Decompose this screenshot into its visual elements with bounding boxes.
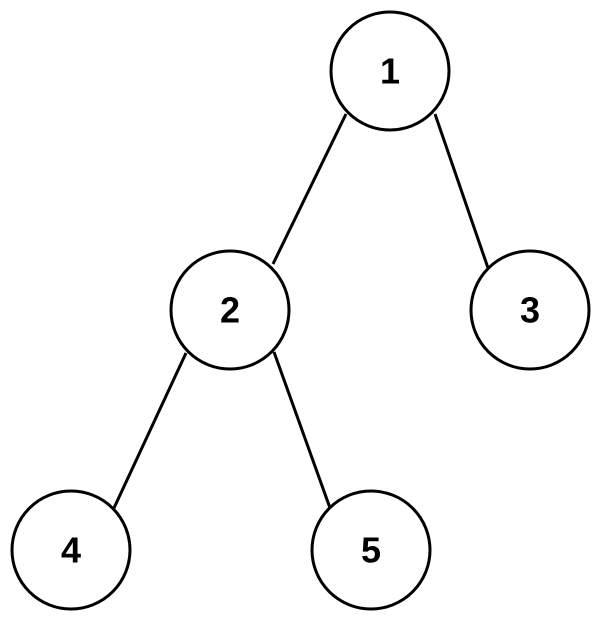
tree-node-label: 2 (220, 290, 240, 331)
tree-node-label: 5 (361, 530, 381, 571)
tree-node-1: 1 (329, 10, 451, 132)
edge-1-3 (433, 113, 490, 269)
tree-node-4: 4 (10, 489, 132, 611)
edge-2-5 (272, 351, 332, 509)
tree-node-5: 5 (310, 489, 432, 611)
tree-node-circle (169, 249, 291, 371)
tree-node-circle (10, 489, 132, 611)
tree-node-3: 3 (469, 249, 591, 371)
tree-node-2: 2 (169, 249, 291, 371)
tree-node-circle (469, 249, 591, 371)
tree-edges (112, 113, 490, 509)
tree-node-circle (310, 489, 432, 611)
tree-node-label: 4 (61, 530, 81, 571)
edge-1-2 (271, 113, 348, 265)
tree-node-label: 1 (380, 51, 400, 92)
tree-node-circle (329, 10, 451, 132)
tree-node-label: 3 (520, 290, 540, 331)
edge-2-4 (112, 352, 188, 509)
